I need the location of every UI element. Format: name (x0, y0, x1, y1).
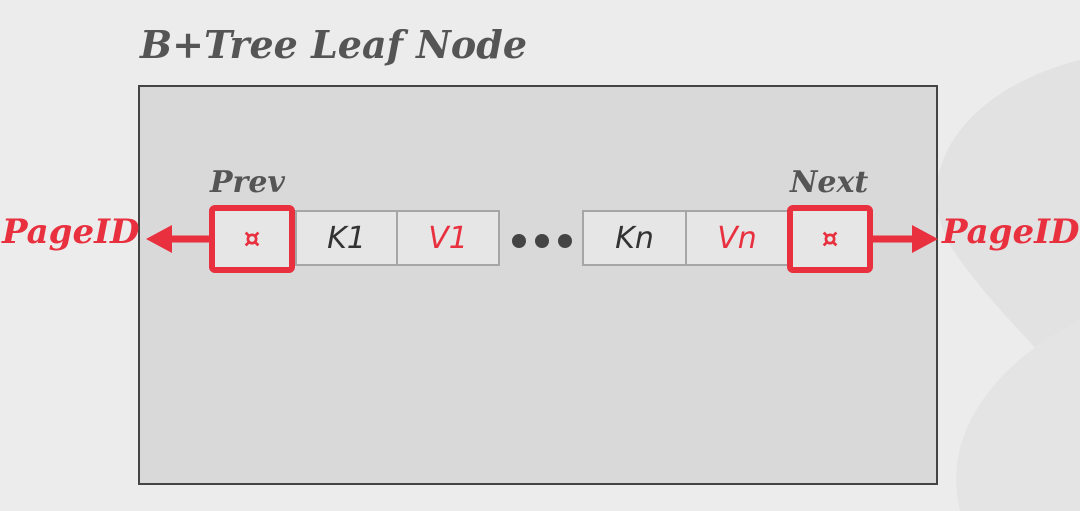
next-label: Next (790, 165, 869, 200)
next-pointer-cell: ¤ (787, 205, 873, 273)
ellipsis-dot (558, 234, 572, 248)
leaf-node-box (138, 85, 938, 485)
prev-label: Prev (210, 165, 285, 200)
prev-pointer-cell: ¤ (209, 205, 295, 273)
ellipsis-dot (535, 234, 549, 248)
value-cell-vn: Vn (685, 210, 789, 266)
right-pageid-label: PageID (942, 212, 1080, 252)
value-cell-v1: V1 (396, 210, 500, 266)
currency-sign-icon: ¤ (821, 224, 839, 254)
diagram-title: B+Tree Leaf Node (140, 22, 527, 67)
currency-sign-icon: ¤ (243, 224, 261, 254)
left-pageid-label: PageID (2, 212, 140, 252)
key-cell-kn: Kn (582, 210, 687, 266)
ellipsis-dot (512, 234, 526, 248)
key-cell-k1: K1 (295, 210, 398, 266)
